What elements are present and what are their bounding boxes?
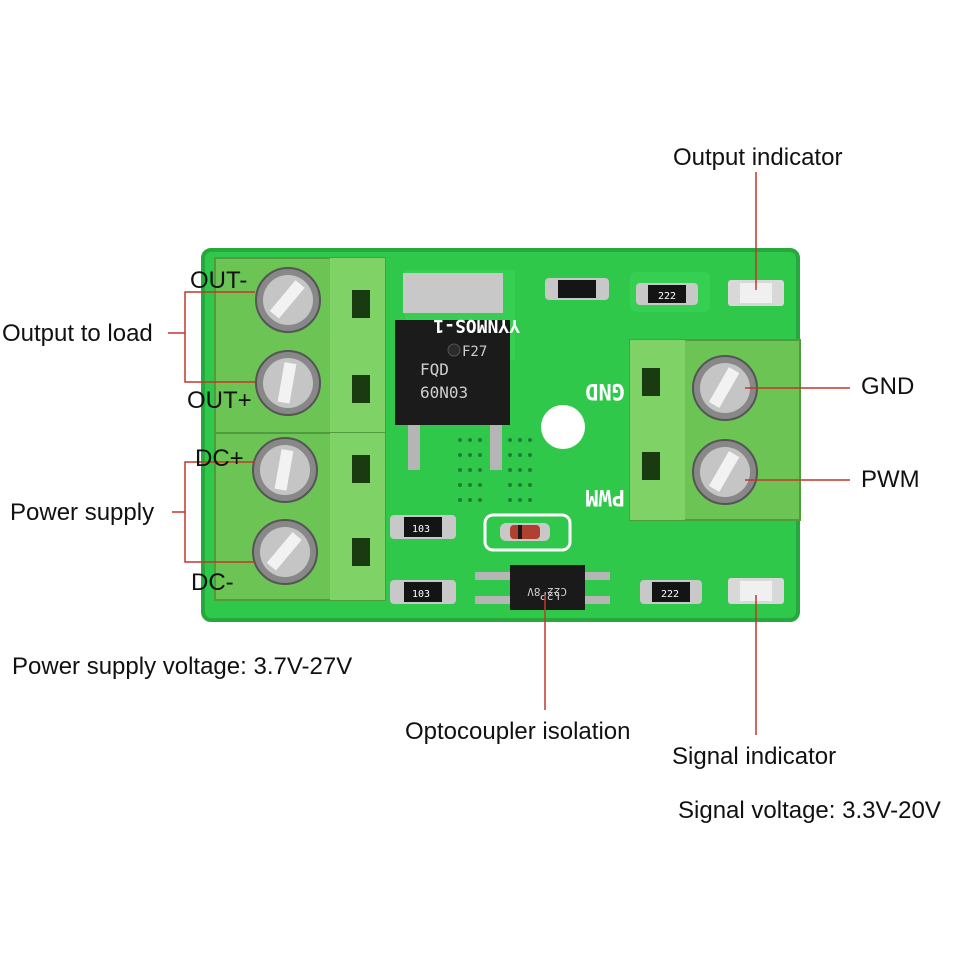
label-optocoupler-isolation: Optocoupler isolation (405, 718, 631, 745)
svg-text:222: 222 (661, 589, 679, 600)
mosfet-marking-2: FQD (420, 360, 449, 379)
output-led (728, 280, 784, 306)
resistor-222-top: 222 (636, 283, 698, 305)
leader-lines (168, 172, 850, 735)
mounting-hole (541, 405, 585, 449)
label-gnd: GND (861, 373, 915, 400)
label-dc-plus: DC+ (195, 445, 244, 472)
svg-text:222: 222 (658, 291, 676, 302)
label-output-indicator: Output indicator (673, 144, 843, 171)
svg-text:103: 103 (412, 589, 430, 600)
svg-text:103: 103 (412, 524, 430, 535)
terminal-block-output (214, 257, 386, 434)
optocoupler-chip: C22 8V L2P (475, 565, 610, 610)
terminal-block-power (214, 432, 386, 601)
mosfet-chip: F27 FQD 60N03 (395, 273, 510, 470)
mosfet-marking-1: F27 (462, 344, 487, 360)
label-out-minus: OUT- (190, 267, 248, 294)
terminal-block-signal (629, 339, 801, 521)
via-grid (458, 438, 532, 502)
silkscreen-model: YYNMOS-1 (433, 315, 520, 336)
top-diode (545, 278, 609, 300)
silkscreen-gnd: GND (585, 378, 625, 403)
svg-text:C22 8V: C22 8V (527, 585, 567, 598)
silkscreen-pwm: PWM (585, 484, 625, 509)
label-out-plus: OUT+ (187, 387, 252, 414)
signal-led (728, 578, 784, 604)
resistor-103-bottom: 103 (390, 580, 456, 604)
label-signal-voltage: Signal voltage: 3.3V-20V (678, 797, 941, 824)
label-dc-minus: DC- (191, 569, 234, 596)
resistor-103-top: 103 (390, 515, 456, 539)
label-output-to-load: Output to load (2, 320, 153, 347)
svg-text:L2P: L2P (540, 589, 560, 602)
label-signal-indicator: Signal indicator (672, 743, 837, 770)
resistor-222-bottom: 222 (640, 580, 702, 604)
label-power-supply-voltage: Power supply voltage: 3.7V-27V (12, 653, 353, 680)
mosfet-marking-3: 60N03 (420, 383, 468, 402)
label-pwm: PWM (861, 466, 920, 493)
glass-diode (483, 513, 572, 552)
label-power-supply: Power supply (10, 499, 155, 526)
